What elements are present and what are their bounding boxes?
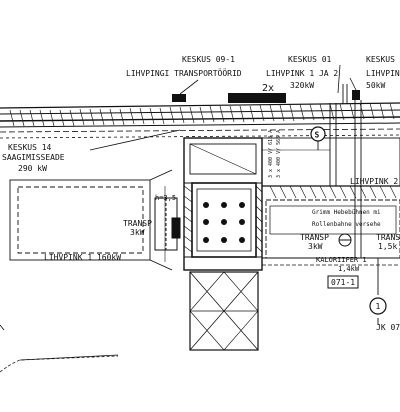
label-transp-mid: TRANSP — [300, 233, 329, 242]
label-transp-right-kw: 1,5k — [378, 242, 397, 251]
label-circle-s: S — [315, 131, 320, 140]
label-lihvpin-right: LIHVPIN — [366, 69, 400, 78]
label-keskus-right: KESKUS — [366, 55, 395, 64]
top-conveyor-band — [0, 102, 400, 139]
label-saagimisseade: SAAGIMISSEADE — [2, 153, 65, 162]
label-kalorifer: KALORIIFER 1 — [316, 256, 367, 264]
label-320kw: 320kW — [290, 81, 314, 90]
label-transp-mid-kw: 3kW — [308, 242, 323, 251]
label-kalorifer-kw: 1,4kW — [338, 265, 360, 273]
left-transp-frame — [154, 186, 181, 262]
switchboard-01 — [228, 93, 286, 103]
right-structures — [261, 100, 400, 325]
switchboard-right — [352, 90, 360, 100]
label-keskus-09-1: KESKUS 09-1 — [182, 55, 235, 64]
central-structure — [183, 137, 263, 271]
label-290kw: 290 kW — [18, 164, 47, 173]
motor-symbol — [338, 233, 352, 247]
label-h-dim: h=3,5 — [155, 194, 176, 202]
label-transportoorid: LIHVPINGI TRANSPORTÖÖRID — [126, 68, 242, 78]
label-cable-1: 3 x 400 V/ 610 A — [268, 130, 274, 178]
leader-lines — [89, 64, 357, 151]
label-cable-2: 3 x 400 V/ 565 A — [276, 130, 282, 178]
switchboard-09-1 — [172, 94, 186, 102]
lower-braced-frame — [189, 271, 259, 351]
label-grimm-1: Grimm Hebebühnen mi — [312, 209, 381, 216]
label-two-x: 2x — [262, 83, 274, 94]
right-hatch — [269, 185, 397, 199]
bolt-symbols — [203, 202, 245, 243]
label-50kw: 50kW — [366, 81, 385, 90]
central-hatch — [183, 185, 263, 253]
label-circle-1: 1 — [376, 302, 381, 311]
conveyor-hatch — [9, 102, 395, 127]
label-jk-07: JK 07 — [376, 323, 400, 332]
cable-drops — [317, 84, 348, 150]
label-lihvpink-1-ja-2: LIHVPINK 1 JA 2 — [266, 69, 338, 78]
label-lihvpink-2: LIHVPINK 2 — [350, 177, 398, 186]
label-keskus-01: KESKUS 01 — [288, 55, 332, 64]
tag-box-071 — [327, 275, 359, 289]
left-conveyor — [9, 169, 173, 271]
label-transp-right: TRANS — [376, 233, 400, 242]
label-lihvpink-1: LIHVPINK 1 160kW — [44, 253, 121, 262]
label-071-1: 071-1 — [331, 278, 355, 287]
circle-1-marker — [369, 297, 387, 315]
label-transp-left-kw: 3kW — [130, 228, 145, 237]
label-transp-left: TRANSP — [123, 219, 152, 228]
label-grimm-2: Rollenbahne versehe — [312, 221, 381, 228]
label-keskus-14: KESKUS 14 — [8, 143, 52, 152]
bottom-left-cable — [0, 324, 119, 373]
switchboards — [172, 90, 360, 103]
